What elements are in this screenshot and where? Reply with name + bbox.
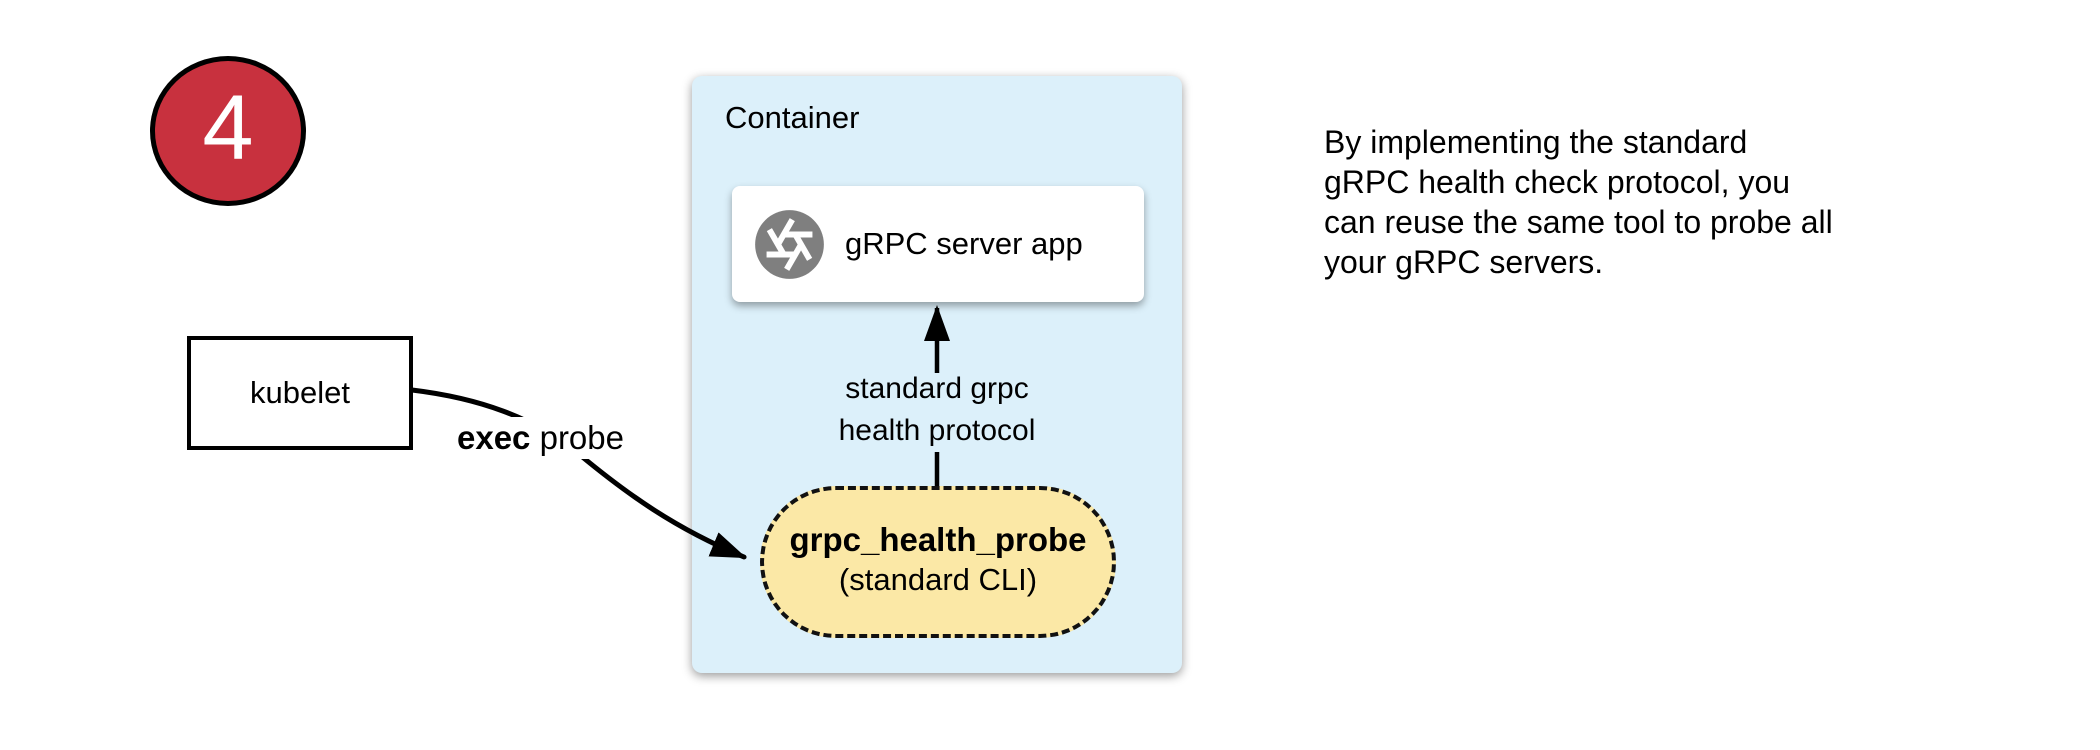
note-line: gRPC health check protocol, you bbox=[1324, 164, 1791, 200]
exec-probe-edge-label-bold: exec bbox=[457, 419, 531, 456]
protocol-edge-label-line1: standard grpc bbox=[845, 372, 1029, 405]
note-line: By implementing the standard bbox=[1324, 124, 1748, 160]
grpc-server-box: gRPC server app bbox=[732, 186, 1144, 302]
exec-probe-edge-label: exec probe bbox=[449, 417, 632, 459]
exec-probe-edge-label-rest: probe bbox=[530, 419, 624, 456]
step-badge: 4 bbox=[150, 56, 306, 206]
grpc-health-probe-node: grpc_health_probe (standard CLI) bbox=[760, 486, 1116, 638]
kubelet-label: kubelet bbox=[250, 375, 350, 410]
protocol-edge-label-line2: health protocol bbox=[838, 414, 1036, 447]
kubelet-box: kubelet bbox=[187, 336, 413, 450]
probe-name: grpc_health_probe bbox=[789, 521, 1087, 558]
note-line: can reuse the same tool to probe all bbox=[1324, 204, 1833, 240]
note-line: your gRPC servers. bbox=[1324, 244, 1604, 280]
grpc-server-label: gRPC server app bbox=[845, 226, 1083, 261]
note-text: By implementing the standard gRPC health… bbox=[1324, 122, 1924, 282]
protocol-edge-label: standard grpc health protocol bbox=[787, 368, 1087, 452]
aperture-icon bbox=[755, 209, 824, 279]
probe-subtitle: (standard CLI) bbox=[838, 562, 1038, 597]
container-title: Container bbox=[725, 100, 860, 135]
step-number: 4 bbox=[202, 77, 254, 179]
